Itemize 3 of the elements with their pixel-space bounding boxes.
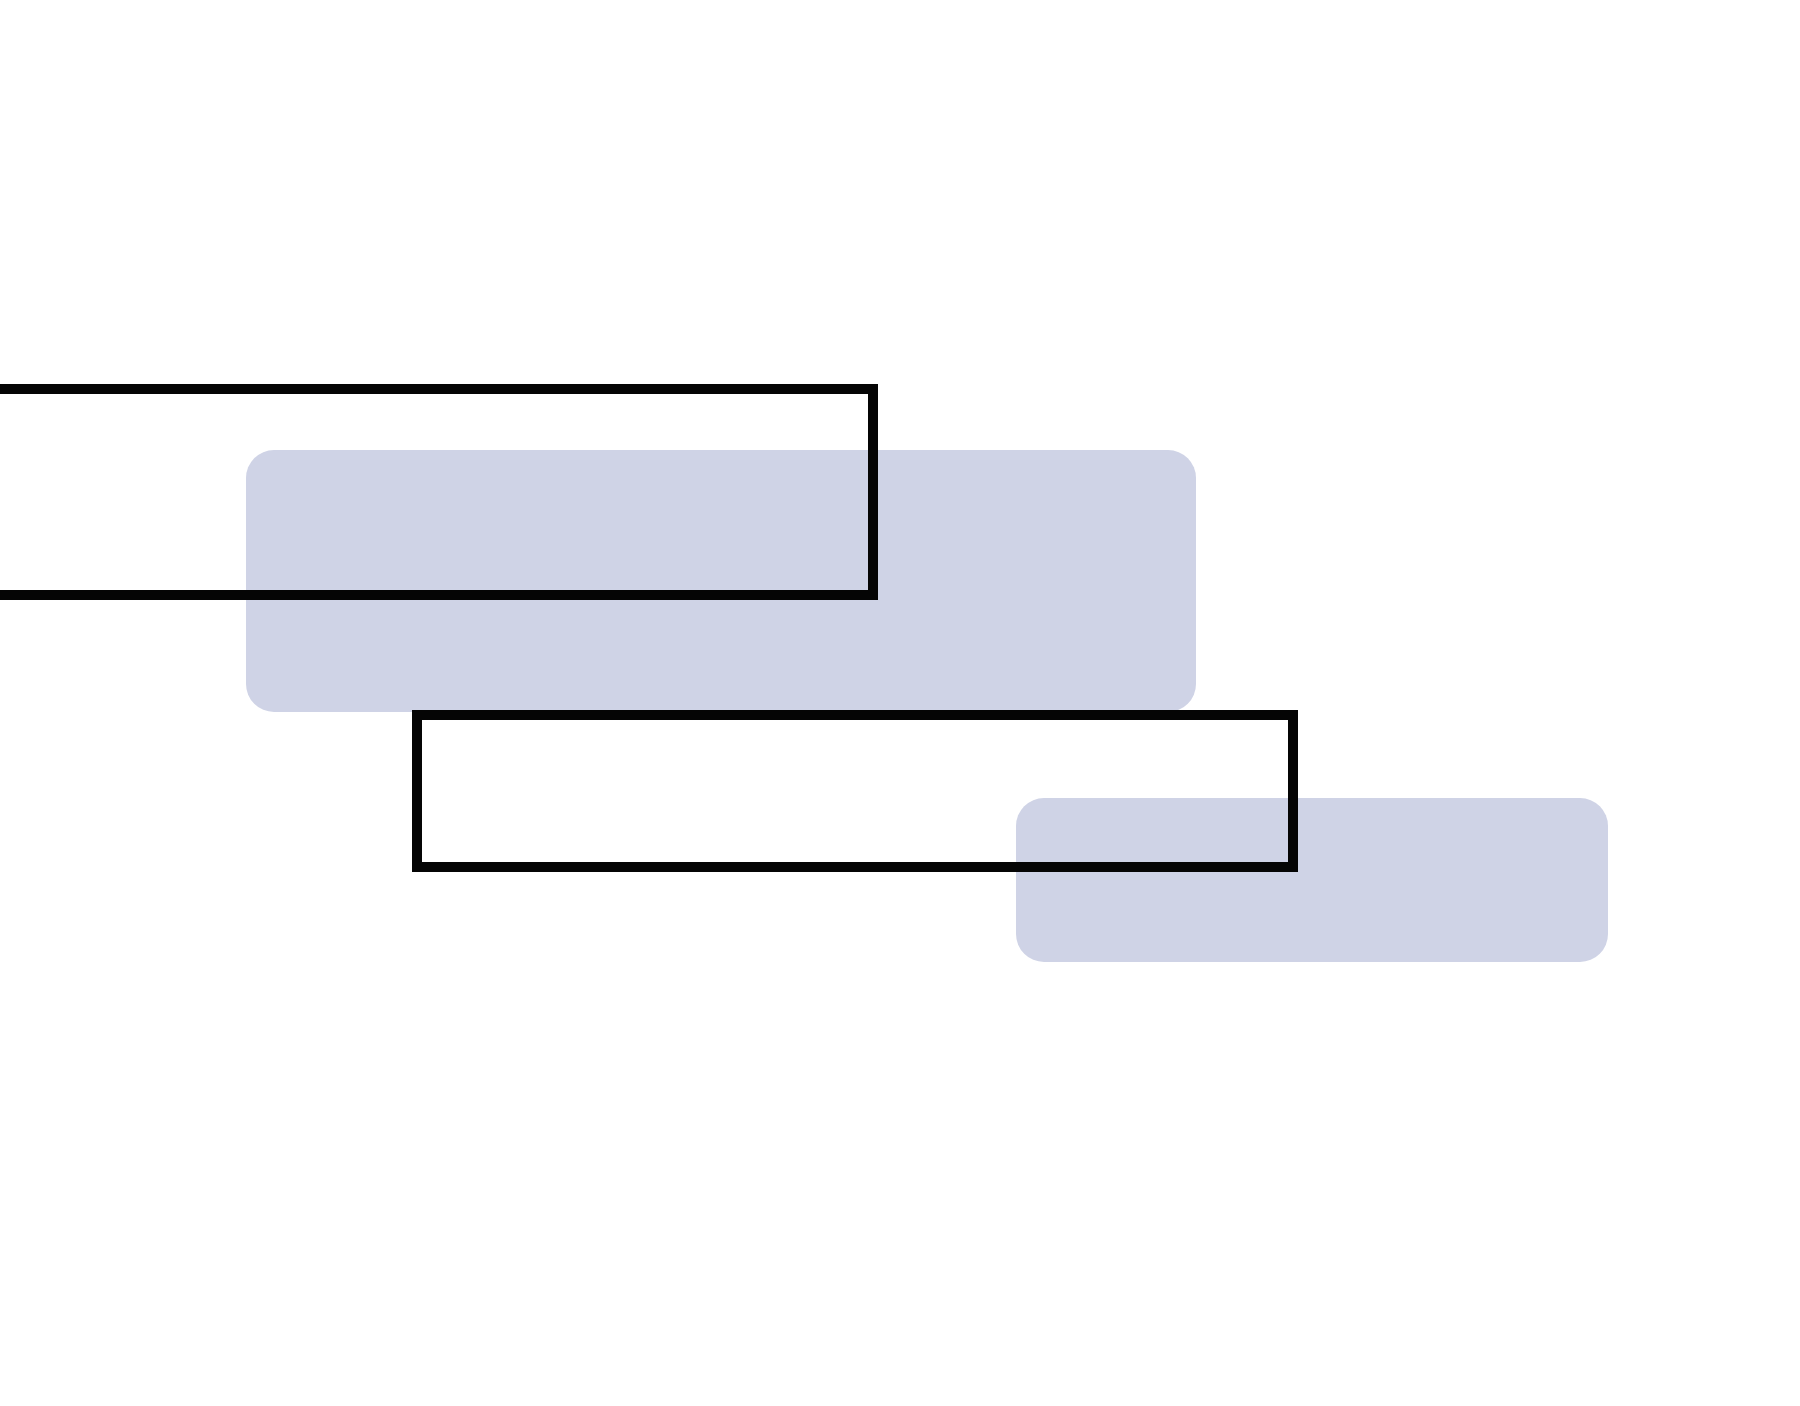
filled-box: [1016, 798, 1608, 962]
outlined-box: [412, 710, 1298, 872]
filled-box: [246, 450, 1196, 712]
